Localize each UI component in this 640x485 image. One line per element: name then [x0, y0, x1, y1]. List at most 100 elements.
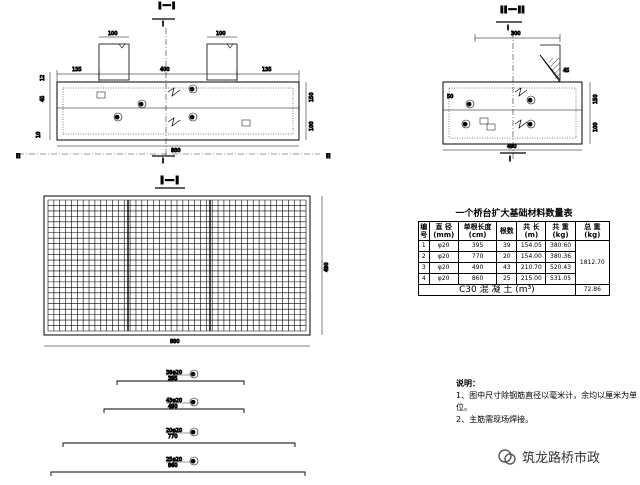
notes: 说明： 1、图中尺寸除钢筋直径以毫米计，余均以厘米为单位。 2、主筋需现场焊接。	[456, 378, 640, 426]
cell-len: 490	[457, 262, 498, 274]
cell-weight: 531.05	[545, 273, 576, 285]
header-sum-bottom: (kg)	[584, 231, 601, 239]
table-concrete-row: C30 混 凝 土 (m³) 72.86	[418, 284, 611, 296]
bar-1: 38φ20 395 ①	[116, 370, 245, 385]
side-mark-left: II	[16, 153, 20, 160]
dim-100-2: 100	[593, 122, 599, 132]
bar-3-label-bottom: 770	[168, 434, 178, 440]
dim-50: 50	[447, 94, 453, 100]
dim-880: 880	[171, 148, 181, 154]
cell-dia: φ20	[428, 273, 459, 285]
bar-details: 38φ20 395 ① 43φ20 490 ② 20φ20 770 ③ 25φ2…	[50, 370, 306, 476]
cell-dia: φ20	[428, 251, 459, 263]
marker-3-2: ③	[528, 122, 532, 128]
cell-len: 860	[457, 273, 498, 285]
bar-3-label-top: 20φ20	[166, 428, 182, 434]
cell-total: 215.00	[516, 273, 547, 285]
bar-1-marker: ①	[191, 372, 196, 378]
cell-weight: 380.36	[545, 251, 576, 263]
cell-sum-weight: 1812.70	[574, 240, 611, 285]
bar-2-marker: ②	[191, 400, 196, 406]
notes-title: 说明：	[456, 379, 480, 388]
pedestal-left	[98, 43, 130, 81]
dim-45-right: 45	[563, 68, 569, 74]
material-table-section: 一个桥台扩大基础材料数量表 编号 直 径(mm) 单根长度(cm) 根数 共 长…	[418, 206, 611, 296]
bar-2: 43φ20 490 ②	[103, 398, 245, 413]
dim-45: 45	[40, 96, 46, 102]
dim-100-right: 100	[216, 31, 226, 37]
header-total-bottom: (m)	[524, 231, 539, 239]
footing-outline-2	[442, 81, 583, 145]
footing-outline	[56, 81, 300, 141]
bar-4-label-top: 25φ20	[166, 457, 182, 463]
plan-outline	[43, 195, 311, 336]
cell-len: 395	[457, 240, 498, 252]
marker-2: ②	[139, 102, 144, 108]
cell-weight: 380.60	[545, 240, 576, 252]
table-row: 4 φ20 860 25 215.00 531.05	[418, 273, 610, 285]
plan-dim-height: 490	[324, 262, 330, 272]
cell-count: 25	[496, 273, 518, 285]
bar-3: 20φ20 770 ③	[62, 428, 296, 447]
table-header-row: 编号 直 径(mm) 单根长度(cm) 根数 共 长(m) 共 重(kg) 总 …	[418, 221, 611, 241]
cell-total: 154.05	[516, 240, 547, 252]
header-dia-top: 直 径	[435, 223, 452, 231]
cell-no: 4	[418, 273, 430, 285]
watermark-text: 筑龙路桥市政	[522, 451, 601, 466]
header-total-top: 共 长	[523, 223, 540, 231]
dim-490: 490	[507, 144, 517, 150]
table-row: 3 φ20 490 43 210.70 520.43	[418, 262, 610, 274]
cell-dia: φ20	[428, 240, 459, 252]
elevation-2-title: II－II	[500, 5, 525, 16]
marker-1-2: ①	[528, 98, 533, 104]
marker-3: ③	[190, 115, 194, 121]
elevation-2-section-mark-top: I	[507, 24, 509, 32]
dim-10: 10	[36, 132, 42, 138]
elevation-1-title: I－I	[158, 1, 175, 12]
concrete-label: C30 混 凝 土 (m³)	[418, 284, 576, 296]
dim-300: 300	[511, 31, 521, 37]
dim-150-2: 150	[593, 94, 599, 104]
cell-count: 20	[496, 251, 518, 263]
dim-12: 12	[40, 75, 46, 81]
header-weight-bottom: (kg)	[552, 231, 569, 239]
plan-view: I－I 490 880	[43, 174, 331, 347]
dim-400: 400	[160, 67, 170, 73]
marker-4-2: ④	[463, 122, 468, 128]
note-item-1: 1、图中尺寸除钢筋直径以毫米计，余均以厘米为单位。	[456, 391, 638, 412]
side-mark-right: II	[326, 153, 330, 160]
header-no-top: 编	[420, 223, 428, 231]
dim-100-vert: 100	[309, 121, 315, 131]
header-count: 根数	[496, 221, 518, 241]
marker-2-2: ②	[467, 102, 472, 108]
note-item-2: 2、主筋需现场焊接。	[456, 415, 534, 424]
elevation-1-section-mark-bottom: I	[162, 157, 164, 165]
bar-4-marker: ④	[191, 459, 196, 465]
pedestal-right	[206, 43, 238, 81]
header-sum-top: 总 重	[584, 223, 601, 231]
cell-count: 39	[496, 240, 518, 252]
header-len-top: 单根长度	[463, 223, 492, 231]
cell-weight: 520.43	[545, 262, 576, 274]
bar-2-label-top: 43φ20	[166, 398, 182, 404]
cell-total: 154.00	[516, 251, 547, 263]
header-dia-bottom: (mm)	[433, 231, 455, 239]
elevation-2: II－II I 300 45 50 150 100 490 I	[442, 5, 600, 164]
material-table: 编号 直 径(mm) 单根长度(cm) 根数 共 长(m) 共 重(kg) 总 …	[418, 221, 611, 296]
watermark-logo-icon	[498, 448, 516, 465]
cell-len: 770	[457, 251, 498, 263]
cell-no: 1	[418, 240, 430, 252]
material-table-title: 一个桥台扩大基础材料数量表	[455, 209, 573, 219]
cell-no: 2	[418, 251, 430, 263]
table-row: 1 φ20 395 39 154.05 380.60 1812.70	[418, 240, 611, 285]
watermark: 筑龙路桥市政	[498, 447, 600, 466]
header-weight-top: 共 重	[552, 223, 569, 231]
bar-1-label-top: 38φ20	[166, 370, 182, 376]
cell-dia: φ20	[428, 262, 459, 274]
cell-count: 43	[496, 262, 518, 274]
elevation-1-section-mark-top: I	[162, 20, 164, 28]
cell-total: 210.70	[516, 262, 547, 274]
elevation-1: I－I I 100 100 135 400 135	[16, 1, 331, 166]
bar-3-marker: ③	[191, 430, 195, 436]
